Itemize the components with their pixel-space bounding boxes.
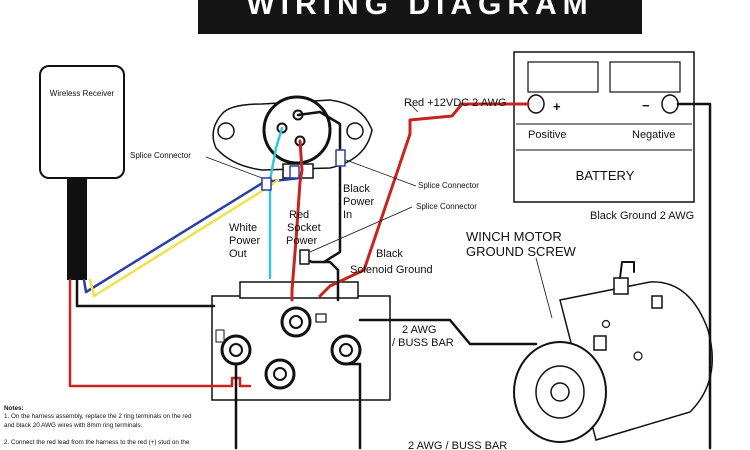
labels: Splice Connector Splice Connector Splice… — [130, 97, 694, 450]
winch-motor-line2: GROUND SCREW — [466, 244, 577, 259]
white-power-out-line1: White — [229, 222, 257, 234]
red-12vdc-label: Red +12VDC 2 AWG — [404, 97, 507, 109]
motor-stud — [613, 277, 629, 295]
splice-connector — [335, 149, 346, 167]
red-socket-power-wire — [290, 139, 304, 302]
black-power-in-line3: In — [343, 209, 352, 221]
positive-terminal — [527, 94, 545, 114]
minus-sign: − — [642, 98, 650, 113]
awg-buss-bar-left-line1: 2 AWG — [402, 324, 436, 336]
black-ground-wire — [676, 102, 712, 450]
notes-line — [4, 430, 240, 438]
receiver-cable-bundle — [67, 177, 87, 280]
black-solenoid-ground-line1: Black — [376, 248, 403, 260]
plus-sign: + — [553, 99, 561, 114]
notes-line: and black 20 AWG wires with 8mm ring ter… — [4, 421, 143, 429]
positive-label: Positive — [528, 129, 567, 141]
diagram-title: WIRING DIAGRAM — [246, 0, 594, 21]
yellow-wire — [88, 178, 280, 298]
battery: + − Positive Negative BATTERY — [513, 51, 695, 203]
notes-line: 2. Connect the red lead from the harness… — [4, 438, 190, 446]
splice-connector — [289, 165, 300, 179]
wireless-receiver-label: Wireless Receiver — [50, 89, 115, 98]
black-power-in-line2: Power — [343, 196, 375, 208]
motor-stud — [651, 295, 663, 309]
red-socket-power-line1: Red — [289, 209, 309, 221]
negative-label: Negative — [632, 129, 675, 141]
red-socket-power-line2: Socket — [287, 222, 321, 234]
battery-label: BATTERY — [576, 168, 635, 183]
notes-heading: Notes: — [4, 405, 24, 412]
buss-bar-wire — [358, 318, 538, 346]
winch-motor — [513, 277, 714, 443]
splice-connector — [261, 177, 272, 191]
blue-wire — [82, 176, 302, 294]
notes-block: Notes: 1. On the harness assembly, repla… — [4, 405, 240, 447]
black-power-in-line1: Black — [343, 183, 370, 195]
mount-hole-right — [346, 122, 364, 140]
black-wire — [75, 278, 216, 308]
solenoid-block — [211, 281, 391, 401]
negative-terminal — [661, 94, 679, 114]
mount-hole-left — [217, 122, 235, 140]
socket-connector — [212, 95, 373, 179]
white-power-out-line2: Power — [229, 235, 261, 247]
white-power-out-line3: Out — [229, 248, 247, 260]
motor-stud — [593, 335, 607, 351]
title-bar: WIRING DIAGRAM — [198, 0, 642, 34]
notes-line: 1. On the harness assembly, replace the … — [4, 413, 192, 421]
red-12vdc-wire — [318, 102, 530, 298]
wireless-receiver: Wireless Receiver — [39, 65, 125, 280]
awg-buss-bar-left-line2: / BUSS BAR — [392, 337, 454, 349]
splice-connector-right-label-1: Splice Connector — [418, 181, 479, 190]
awg-buss-bar-bottom: 2 AWG / BUSS BAR — [408, 440, 507, 450]
winch-motor-line1: WINCH MOTOR — [466, 229, 562, 244]
red-wire — [68, 278, 252, 388]
splice-connector-right-label-2: Splice Connector — [416, 202, 477, 211]
splice-connector-label: Splice Connector — [130, 151, 191, 160]
cyan-wire — [268, 126, 284, 280]
leader-lines — [205, 103, 553, 319]
splice-connector — [299, 249, 310, 265]
red-socket-power-line3: Power — [286, 235, 318, 247]
black-ground-2awg-label: Black Ground 2 AWG — [590, 210, 694, 222]
wires — [68, 102, 712, 450]
black-power-in-wire — [296, 110, 342, 264]
black-solenoid-ground-line2: Solenoid Ground — [350, 264, 433, 276]
